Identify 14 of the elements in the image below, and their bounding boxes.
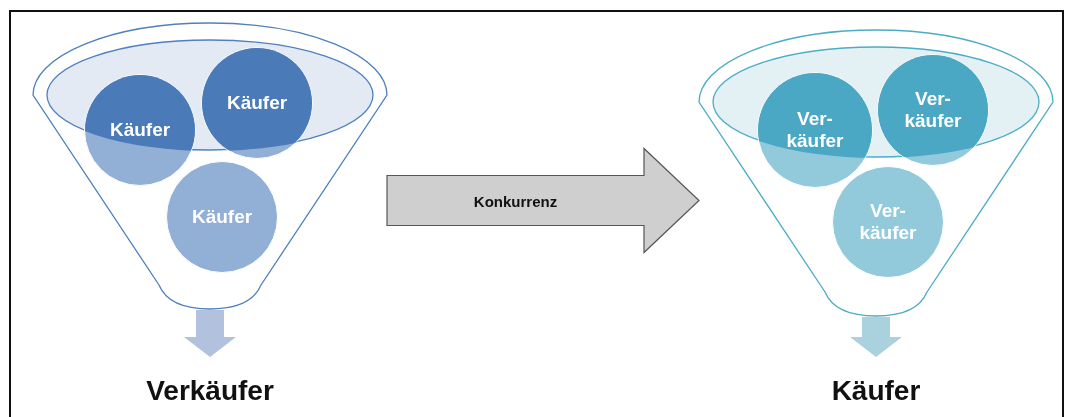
node-label: Käufer <box>109 119 171 141</box>
funnel-shape <box>33 23 387 310</box>
node-label: Käufer <box>226 92 288 114</box>
block-arrow <box>184 310 236 357</box>
heading-label: Käufer <box>831 375 921 407</box>
node-label: Ver- käufer <box>858 200 918 244</box>
block-arrow <box>850 317 902 357</box>
funnel-shape <box>699 30 1053 317</box>
node-label: Ver- käufer <box>903 88 963 132</box>
edge-label: Konkurrenz <box>473 192 558 209</box>
heading-label: Verkäufer <box>146 375 274 407</box>
node-label: Ver- käufer <box>785 108 845 152</box>
block-arrow <box>386 147 700 254</box>
node-label: Käufer <box>191 206 253 228</box>
